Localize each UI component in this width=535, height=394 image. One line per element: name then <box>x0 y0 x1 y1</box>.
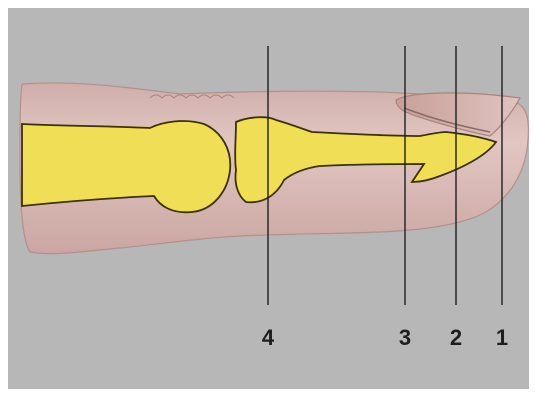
label-1: 1 <box>496 325 508 350</box>
label-4: 4 <box>262 325 275 350</box>
label-2: 2 <box>450 325 462 350</box>
label-3: 3 <box>399 325 411 350</box>
